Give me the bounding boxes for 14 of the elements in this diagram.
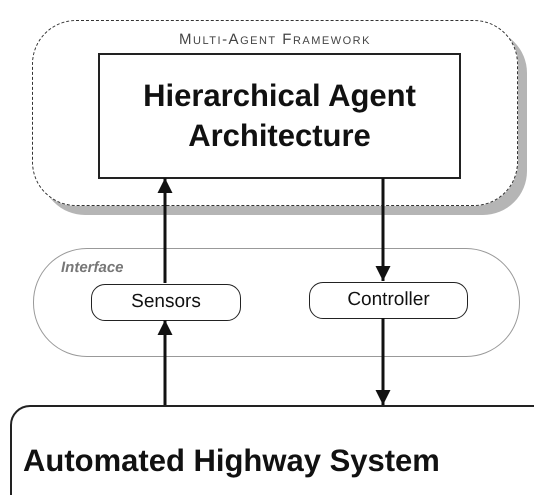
box-label: Hierarchical Agent Architecture xyxy=(142,77,417,155)
band-label: Interface xyxy=(61,258,124,278)
process-box xyxy=(98,53,461,179)
arrow xyxy=(376,178,390,281)
box-label: Sensors xyxy=(131,290,201,314)
box-label: Automated Highway System xyxy=(23,442,440,480)
system-box xyxy=(10,405,534,495)
box-label: Controller xyxy=(347,288,430,312)
arrow xyxy=(158,320,172,405)
process-box xyxy=(91,284,241,321)
arrow xyxy=(158,178,172,283)
process-box xyxy=(309,282,468,319)
arrow xyxy=(376,318,390,405)
container-title: Multi-Agent Framework xyxy=(179,30,371,50)
